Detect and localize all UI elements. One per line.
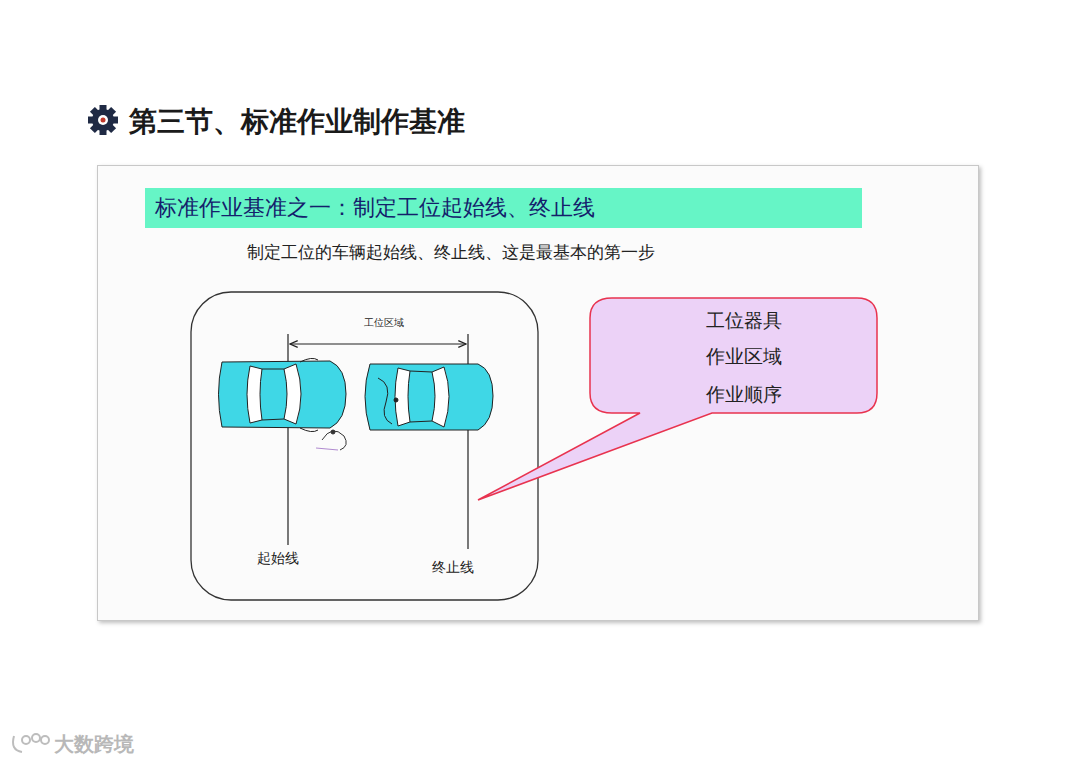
node-text: 作业区域	[600, 344, 888, 370]
car-1	[219, 358, 347, 431]
node-text: 工位器具	[600, 308, 888, 334]
callout-box: 工位器具作业区域作业顺序	[600, 304, 888, 408]
dimension-arrow	[290, 343, 466, 344]
start-line-label: 起始线	[257, 550, 299, 568]
page-title: 第三节、标准作业制作基准	[129, 103, 465, 141]
node-text: 作业顺序	[600, 382, 888, 408]
watermark: 大数跨境	[54, 731, 134, 758]
heading-band: 标准作业基准之一：制定工位起始线、终止线	[145, 188, 862, 228]
operator-figure	[316, 430, 346, 450]
dimension-label: 工位区域	[362, 316, 406, 330]
car-2	[365, 364, 493, 430]
watermark-logo	[13, 734, 49, 752]
subtitle-note: 制定工位的车辆起始线、终止线、这是最基本的第一步	[247, 241, 655, 264]
end-line-label: 终止线	[432, 559, 474, 577]
callout-bubble	[478, 298, 877, 500]
gear-icon	[88, 105, 118, 135]
node-text: 标准作业基准之一：制定工位起始线、终止线	[155, 193, 595, 223]
station-frame	[191, 292, 538, 600]
